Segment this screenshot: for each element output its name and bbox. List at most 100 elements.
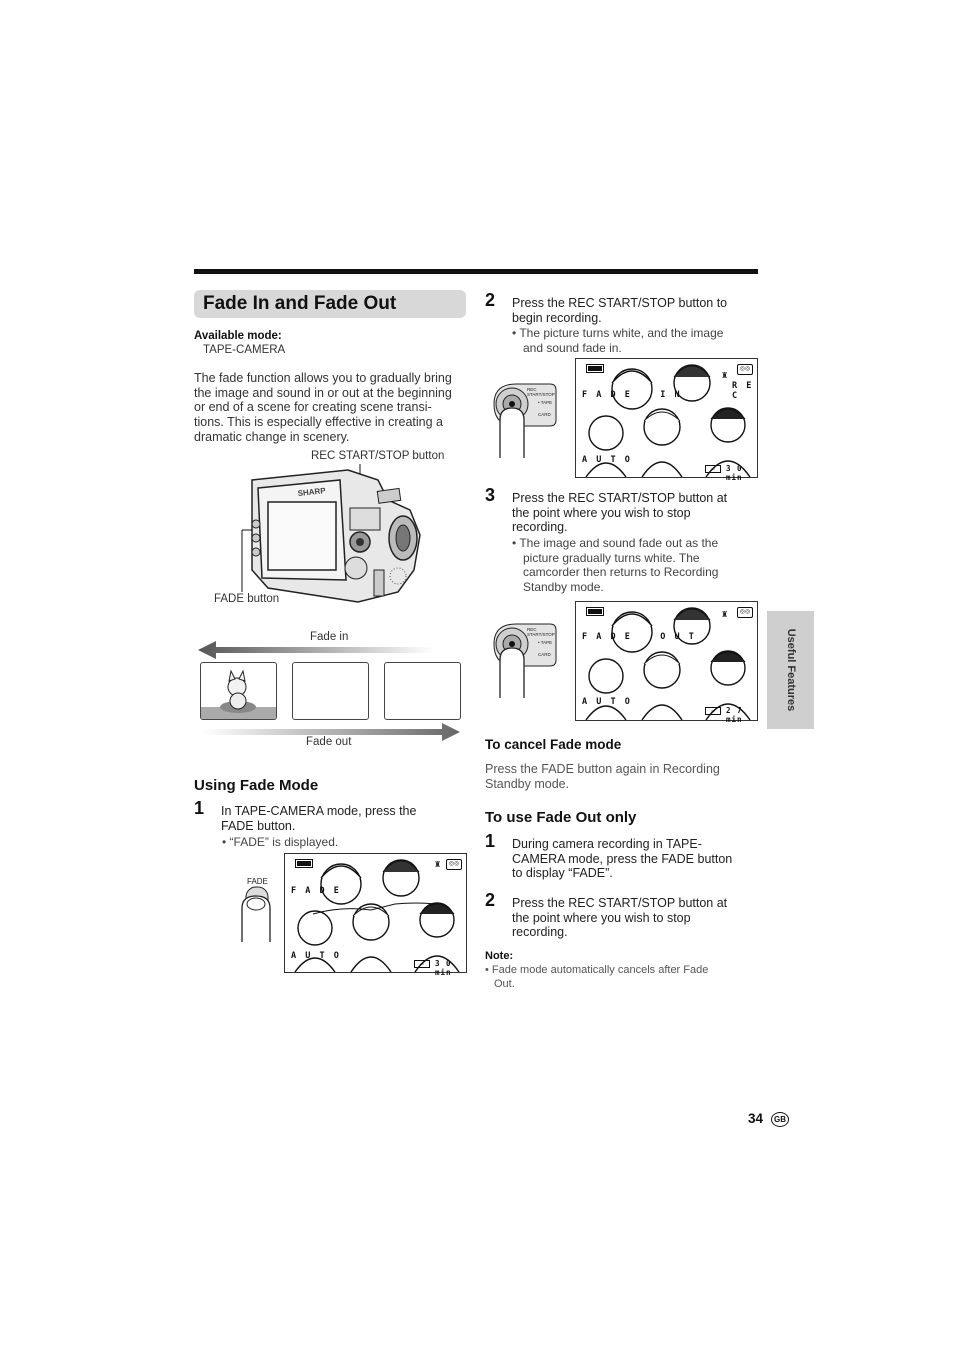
intro-line: tions. This is especially effective in c… xyxy=(194,415,443,430)
cancel-heading: To cancel Fade mode xyxy=(485,737,622,752)
rec-label: REC xyxy=(527,627,537,632)
step-line: the point where you wish to stop xyxy=(512,505,691,520)
step-line: FADE button. xyxy=(221,818,296,833)
intro-paragraph: The fade function allows you to graduall… xyxy=(194,371,469,445)
cancel-text: Press the FADE button again in Recording… xyxy=(485,762,755,791)
tape-remaining-icon: ▭ xyxy=(414,960,430,968)
step3-bullet: • The image and sound fade out as the pi… xyxy=(512,536,757,594)
camcorder-illustration: SHARP xyxy=(238,460,428,612)
step-line: CAMERA mode, press the FADE button xyxy=(512,851,733,866)
fade-in-arrow xyxy=(198,640,434,660)
fade-frame-white xyxy=(384,662,461,720)
tape-icon: ◎◎ xyxy=(446,859,462,870)
fade-out-label: Fade out xyxy=(306,736,352,748)
battery-icon xyxy=(586,607,604,616)
fade-out-step1-number: 1 xyxy=(485,831,496,851)
tape-remaining-icon: ▭ xyxy=(705,465,721,473)
osd-time-text: 3 0 min xyxy=(726,464,743,482)
osd-top-text: F A D E O U T xyxy=(582,632,696,642)
step-line: to display “FADE”. xyxy=(512,866,613,881)
region-badge: GB xyxy=(771,1112,789,1127)
fade-out-arrow xyxy=(202,722,460,742)
osd-mode-text: A U T O xyxy=(582,697,632,707)
note-line: • Fade mode automatically cancels after … xyxy=(485,964,709,976)
fade-button-label: FADE button xyxy=(214,593,280,605)
step-line: the point where you wish to stop xyxy=(512,910,691,925)
people-illustration xyxy=(585,364,751,477)
note-line: Out. xyxy=(494,978,515,990)
step-line: During camera recording in TAPE- xyxy=(512,837,702,851)
side-tab: Useful Features xyxy=(767,611,814,729)
bullet-line: • The picture turns white, and the image xyxy=(512,326,724,340)
card-label: CARD xyxy=(538,652,552,657)
intro-line: The fade function allows you to graduall… xyxy=(194,371,452,385)
battery-icon xyxy=(295,859,313,868)
cancel-line: Standby mode. xyxy=(485,776,570,791)
tape-remaining-icon: ▭ xyxy=(705,707,721,715)
step-line: begin recording. xyxy=(512,310,602,325)
tape-icon: ◎◎ xyxy=(737,607,753,618)
fade-out-step2-text: Press the REC START/STOP button at the p… xyxy=(512,896,762,940)
fade-button-caption: FADE xyxy=(247,877,268,886)
available-mode-value: TAPE-CAMERA xyxy=(203,344,286,356)
step2-text: Press the REC START/STOP button to begin… xyxy=(512,296,757,325)
step-line: Press the REC START/STOP button at xyxy=(512,896,728,910)
bullet-line: and sound fade in. xyxy=(523,340,622,355)
brand-logo-text: SHARP xyxy=(297,486,326,498)
osd-time-text: 3 0 min xyxy=(435,959,452,977)
fade-out-step2-number: 2 xyxy=(485,890,496,910)
tape-label: • TAPE xyxy=(538,640,552,645)
using-step-bullet: • “FADE” is displayed. xyxy=(222,835,339,849)
osd-time-text: 2 7 min xyxy=(726,706,743,724)
step3-number: 3 xyxy=(485,485,496,505)
intro-line: dramatic change in scenery. xyxy=(194,429,350,444)
osd-top-text: F A D E I N xyxy=(582,390,682,400)
rec-button-press-illustration: REC START/STOP • TAPE CARD xyxy=(490,620,560,700)
fade-button-press-illustration: FADE xyxy=(238,874,278,944)
section-rule xyxy=(194,269,758,274)
people-illustration xyxy=(585,607,751,720)
lcd-screen-fade: ◎◎ ♜ F A D E A U T O 3 0 min ▭ xyxy=(284,853,467,977)
osd-mode-text: A U T O xyxy=(291,951,341,961)
note-text: • Fade mode automatically cancels after … xyxy=(485,963,745,991)
section-title: Fade In and Fade Out xyxy=(203,293,397,314)
osd-top-text: F A D E xyxy=(291,886,341,896)
osd-mode-text: A U T O xyxy=(582,455,632,465)
step2-bullet: • The picture turns white, and the image… xyxy=(512,326,757,355)
available-mode-label: Available mode: xyxy=(194,330,282,342)
fade-out-step1-text: During camera recording in TAPE- CAMERA … xyxy=(512,837,762,881)
rec-label: REC xyxy=(527,387,537,392)
battery-icon xyxy=(586,364,604,373)
tape-icon: ◎◎ xyxy=(737,364,753,375)
start-stop-label: START/STOP xyxy=(527,392,555,397)
note-label: Note: xyxy=(485,950,514,962)
step-line: Press the REC START/STOP button at xyxy=(512,491,728,505)
using-step-number: 1 xyxy=(194,798,205,818)
osd-rec-text: R E C xyxy=(732,381,754,401)
using-step-text: In TAPE-CAMERA mode, press the FADE butt… xyxy=(221,804,461,833)
bullet-line: Standby mode. xyxy=(523,579,604,594)
bullet-line: picture gradually turns white. The xyxy=(523,550,700,565)
start-stop-label: START/STOP xyxy=(527,632,555,637)
step-line: recording. xyxy=(512,925,568,940)
tape-label: • TAPE xyxy=(538,400,552,405)
mic-icon: ♜ xyxy=(434,860,442,869)
intro-line: or end of a scene for creating scene tra… xyxy=(194,400,432,415)
intro-line: the image and sound in or out at the beg… xyxy=(194,385,452,400)
lcd-screen-fade-out: ◎◎ ♜ F A D E O U T A U T O 2 7 min ▭ xyxy=(575,601,758,724)
mic-icon: ♜ xyxy=(721,371,729,380)
step-line: Press the REC START/STOP button to xyxy=(512,296,728,310)
side-tab-label: Useful Features xyxy=(784,628,797,712)
cancel-line: Press the FADE button again in Recording xyxy=(485,762,720,776)
bullet-line: • The image and sound fade out as the xyxy=(512,536,719,550)
page-number: 34 xyxy=(748,1111,764,1126)
step-line: In TAPE-CAMERA mode, press the xyxy=(221,804,417,818)
mic-icon: ♜ xyxy=(721,610,729,619)
fade-frame-image xyxy=(200,662,277,720)
fade-out-only-heading: To use Fade Out only xyxy=(485,809,637,826)
bullet-line: camcorder then returns to Recording xyxy=(523,565,719,580)
section-title-bar: Fade In and Fade Out xyxy=(194,290,466,318)
step3-text: Press the REC START/STOP button at the p… xyxy=(512,491,757,535)
step2-number: 2 xyxy=(485,290,496,310)
card-label: CARD xyxy=(538,412,552,417)
